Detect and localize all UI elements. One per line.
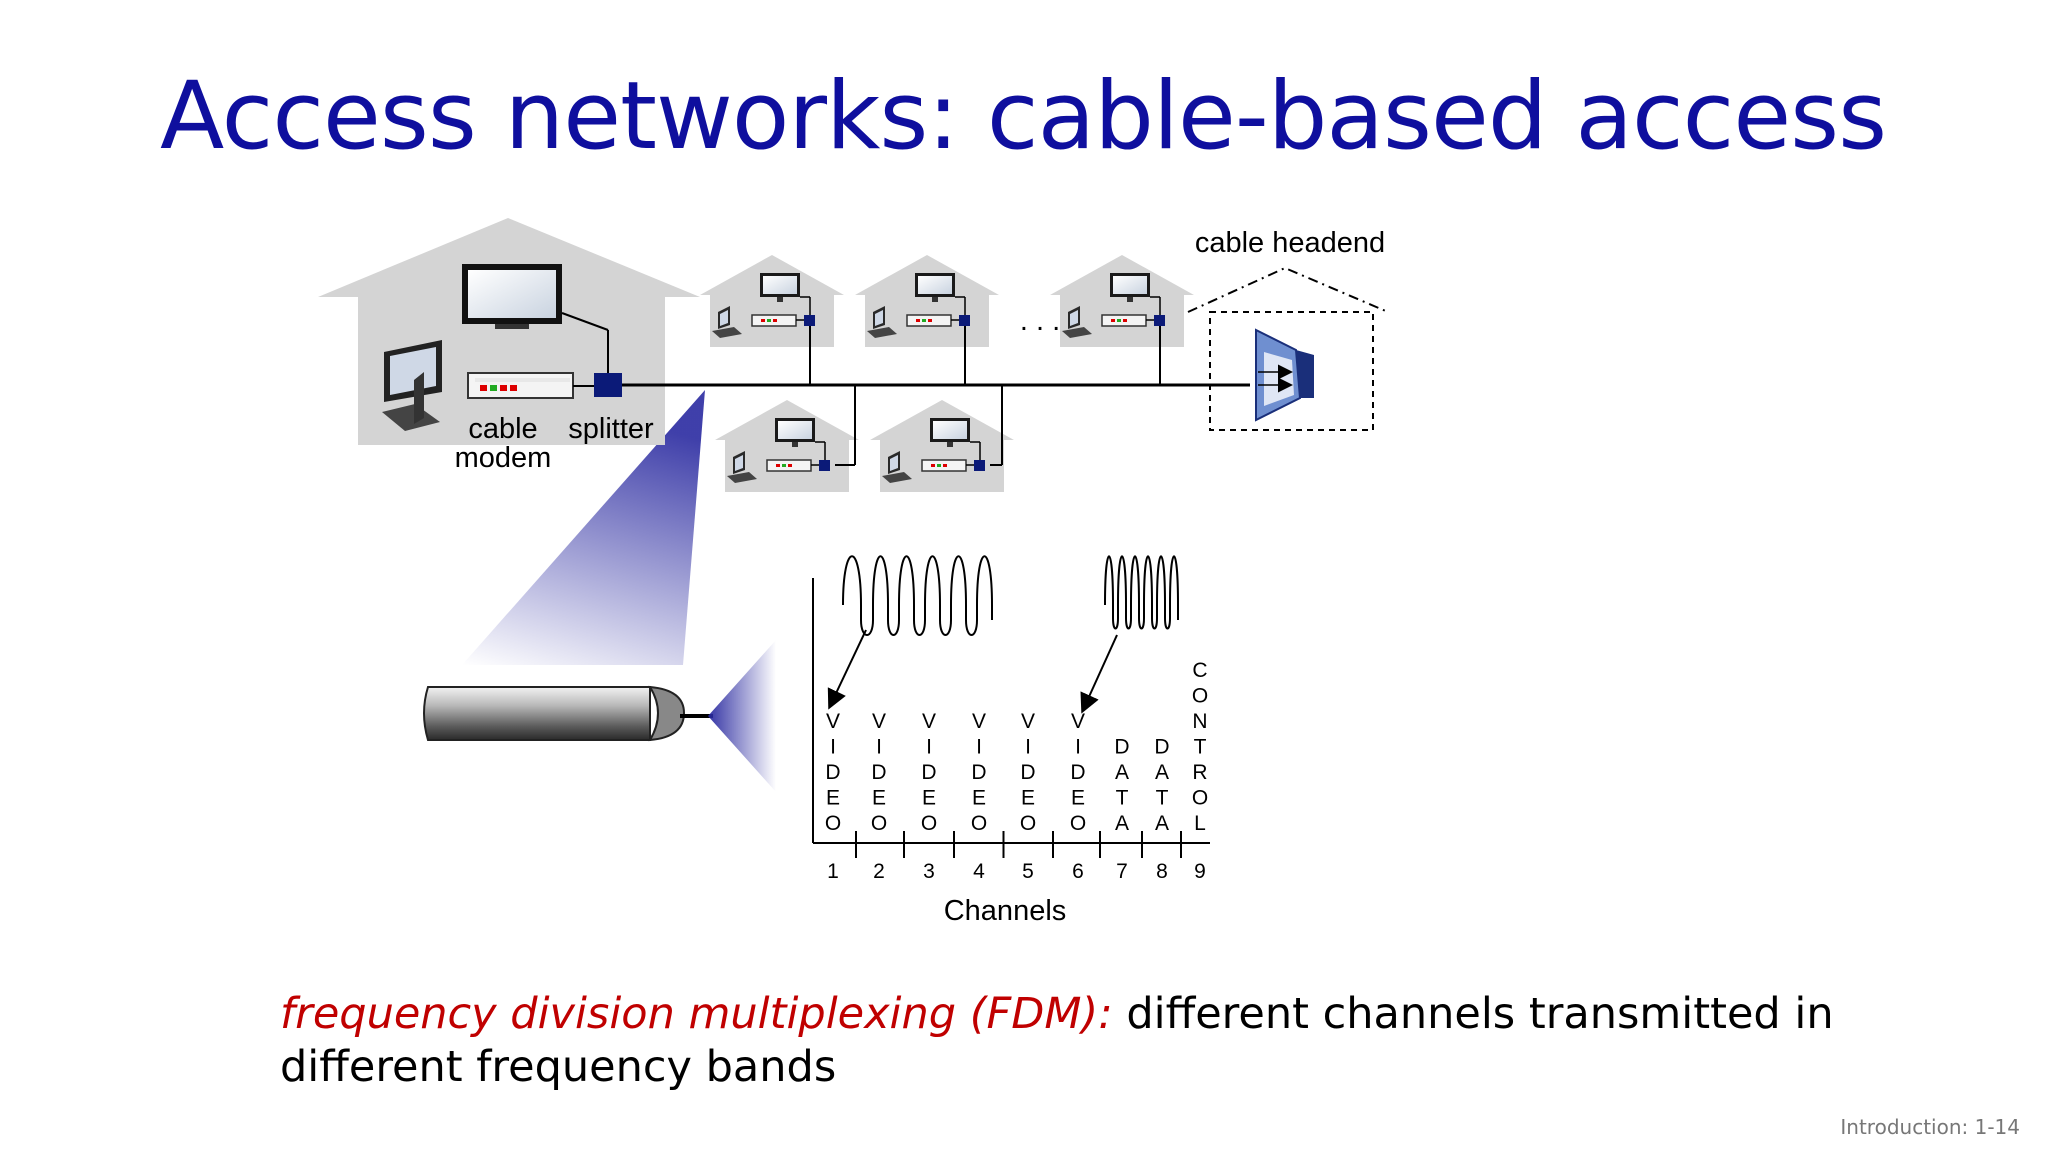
channel-4-letter: V (972, 710, 986, 733)
home-top-1 (699, 254, 845, 348)
channel-number: 3 (923, 860, 935, 883)
channel-5-letter: D (1020, 761, 1035, 784)
channel-6-letter: I (1075, 736, 1081, 759)
channel-8-letter: A (1155, 812, 1169, 835)
channel-4-letter: O (971, 812, 987, 835)
channel-6-letter: O (1070, 812, 1086, 835)
channel-3-letter: V (922, 710, 936, 733)
cable-modem-icon (467, 372, 574, 399)
fdm-caption: frequency division multiplexing (FDM): d… (280, 988, 1880, 1094)
channel-1-letter: I (830, 736, 836, 759)
channel-6-letter: D (1070, 761, 1085, 784)
channel-9-letter: N (1192, 710, 1207, 733)
channel-3-letter: O (921, 812, 937, 835)
splitter-label: splitter (568, 413, 654, 445)
channel-8-letter: A (1155, 761, 1169, 784)
slide-footer: Introduction: 1-14 (1840, 1115, 2020, 1139)
channel-9-letter: T (1194, 736, 1207, 759)
channel-7-letter: T (1116, 787, 1129, 810)
channel-9-letter: O (1192, 787, 1208, 810)
cable-modem-label-line1: cable (468, 413, 537, 445)
channel-9-letter: R (1192, 761, 1207, 784)
channel-5-letter: E (1021, 787, 1035, 810)
home-top-2 (854, 254, 1000, 348)
channel-number: 1 (827, 860, 839, 883)
channel-7-letter: A (1115, 812, 1129, 835)
channel-5-letter: O (1020, 812, 1036, 835)
channel-8-letter: D (1154, 736, 1169, 759)
spectrum-fan (708, 640, 776, 792)
channel-9-letter: L (1194, 812, 1206, 835)
channel-number: 4 (973, 860, 985, 883)
headend-router-icon (1255, 328, 1314, 422)
home-bottom-1 (714, 399, 860, 493)
channel-5-letter: V (1021, 710, 1035, 733)
data-waveform (1104, 555, 1179, 630)
spectrum-chart: VIDEO1VIDEO2VIDEO3VIDEO4VIDEO5VIDEO6DATA… (812, 555, 1210, 927)
channel-number: 8 (1156, 860, 1168, 883)
channel-9-letter: C (1192, 659, 1207, 682)
channel-1-letter: E (826, 787, 840, 810)
channel-7-letter: D (1114, 736, 1129, 759)
slide-title: Access networks: cable-based access (160, 62, 1887, 171)
channel-2-letter: E (872, 787, 886, 810)
main-home (318, 218, 700, 445)
data-arrow (1080, 634, 1118, 714)
zoom-beam (462, 390, 705, 665)
channel-number: 7 (1116, 860, 1128, 883)
channel-2-letter: D (871, 761, 886, 784)
channel-4-letter: I (976, 736, 982, 759)
channel-8-letter: T (1156, 787, 1169, 810)
home-top-3 (1049, 254, 1195, 348)
cable-headend (1187, 266, 1389, 431)
channel-number: 9 (1194, 860, 1206, 883)
channel-3-letter: E (922, 787, 936, 810)
channels-axis-label: Channels (944, 895, 1067, 927)
fdm-description: different channels transmitted in differ… (280, 989, 1834, 1092)
channel-2-letter: V (872, 710, 886, 733)
channel-4-letter: E (972, 787, 986, 810)
channel-1-letter: D (825, 761, 840, 784)
splitter-icon (594, 373, 622, 397)
channel-6-letter: V (1071, 710, 1085, 733)
channel-7-letter: A (1115, 761, 1129, 784)
video-waveform (842, 555, 993, 636)
fdm-term: frequency division multiplexing (FDM): (280, 989, 1113, 1039)
channel-2-letter: I (876, 736, 882, 759)
computer-icon (382, 340, 442, 431)
home-bottom-2 (869, 399, 1015, 493)
channel-number: 6 (1072, 860, 1084, 883)
channel-6-letter: E (1071, 787, 1085, 810)
channel-1-letter: V (826, 710, 840, 733)
channel-2-letter: O (871, 812, 887, 835)
coax-cable-icon (423, 685, 713, 742)
channel-3-letter: D (921, 761, 936, 784)
channel-4-letter: D (971, 761, 986, 784)
cable-headend-label: cable headend (1195, 227, 1385, 259)
video-arrow (827, 629, 867, 710)
more-homes-ellipsis: . . . (1020, 305, 1060, 337)
channel-1-letter: O (825, 812, 841, 835)
channel-9-letter: O (1192, 685, 1208, 708)
tv-icon (462, 264, 562, 329)
channel-5-letter: I (1025, 736, 1031, 759)
cable-modem-label-line2: modem (455, 442, 552, 474)
channel-number: 5 (1022, 860, 1034, 883)
channel-3-letter: I (926, 736, 932, 759)
channel-number: 2 (873, 860, 885, 883)
